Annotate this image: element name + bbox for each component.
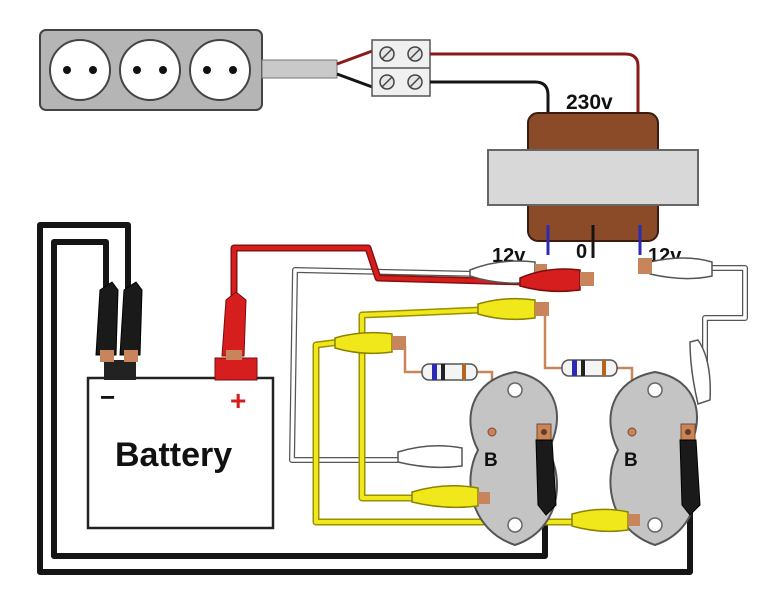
battery-positive-symbol: + xyxy=(230,385,246,416)
socket-outlet xyxy=(119,39,181,101)
yellow-alligator-clip xyxy=(411,485,490,509)
wire-black-inner xyxy=(51,239,548,559)
mains-wire-red xyxy=(336,48,376,66)
socket-outlet xyxy=(49,39,111,101)
socket-outlet xyxy=(189,39,251,101)
white-alligator-clip xyxy=(638,257,713,280)
wire-yellow-inner-core xyxy=(314,340,575,524)
white-alligator-clip xyxy=(397,445,463,469)
battery: − + Battery xyxy=(86,357,275,530)
mains-wire-black xyxy=(336,72,376,90)
black-alligator-clip xyxy=(119,281,143,362)
black-alligator-clip xyxy=(95,281,119,362)
battery-positive-terminal xyxy=(214,357,258,381)
tap-center-label: 0 xyxy=(576,241,587,263)
yellow-alligator-clip xyxy=(334,331,406,355)
yellow-alligator-clip xyxy=(477,297,549,321)
power-strip xyxy=(39,29,263,111)
battery-negative-terminal xyxy=(104,360,136,380)
red-alligator-clip xyxy=(519,268,594,293)
battery-label: Battery xyxy=(115,436,232,474)
resistor xyxy=(421,363,478,381)
transformer xyxy=(487,112,699,242)
wire-red-core xyxy=(232,246,526,300)
wire-white-right-core xyxy=(703,266,747,370)
black-alligator-clip xyxy=(679,439,701,516)
terminal-block xyxy=(371,39,431,97)
transistor-left: B xyxy=(469,370,558,547)
battery-negative-symbol: − xyxy=(100,382,115,412)
red-alligator-clip xyxy=(221,291,247,360)
wire-black-outer xyxy=(37,222,693,575)
wire-yellow-outer-core xyxy=(360,308,481,500)
power-cable xyxy=(261,59,338,79)
yellow-alligator-clip xyxy=(571,508,640,533)
transistor-right-base-label: B xyxy=(624,450,638,471)
transistor-left-base-label: B xyxy=(484,450,498,471)
white-alligator-clip xyxy=(689,339,711,405)
transformer-core xyxy=(487,149,699,206)
black-alligator-clip xyxy=(535,439,557,516)
transistor-right: B xyxy=(609,370,698,547)
primary-wire-black xyxy=(430,80,550,130)
primary-wire-red xyxy=(430,52,640,130)
voltage-primary-label: 230v xyxy=(566,91,613,114)
resistor xyxy=(561,359,618,377)
